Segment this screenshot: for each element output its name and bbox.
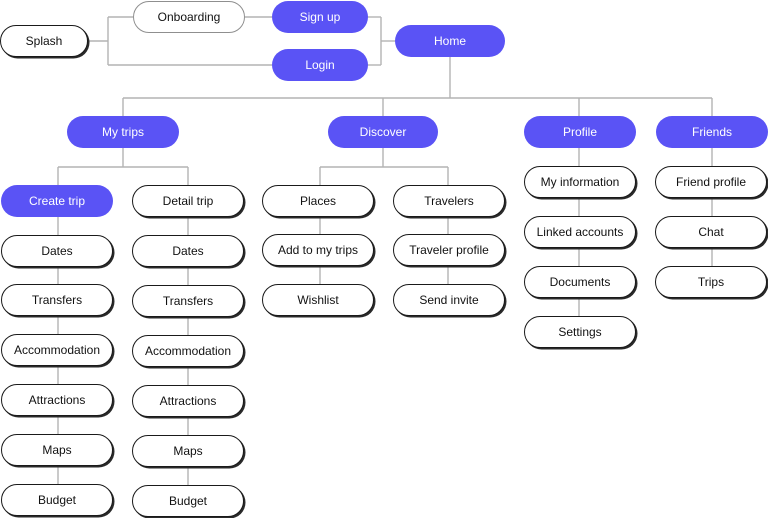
linked-accounts-node[interactable]: Linked accounts (524, 216, 636, 248)
detail-trip-accommodation-node[interactable]: Accommodation (132, 335, 244, 367)
travelers-node[interactable]: Travelers (393, 185, 505, 217)
places-node[interactable]: Places (262, 185, 374, 217)
trips-node[interactable]: Trips (655, 266, 767, 298)
detail-trip-transfers-node[interactable]: Transfers (132, 285, 244, 317)
splash-node[interactable]: Splash (0, 25, 88, 57)
create-trip-dates-node[interactable]: Dates (1, 235, 113, 267)
discover-node[interactable]: Discover (328, 116, 438, 148)
create-trip-budget-node[interactable]: Budget (1, 484, 113, 516)
sign-up-node[interactable]: Sign up (272, 1, 368, 33)
chat-node[interactable]: Chat (655, 216, 767, 248)
detail-trip-budget-node[interactable]: Budget (132, 485, 244, 517)
login-node[interactable]: Login (272, 49, 368, 81)
settings-node[interactable]: Settings (524, 316, 636, 348)
my-information-node[interactable]: My information (524, 166, 636, 198)
my-trips-node[interactable]: My trips (67, 116, 179, 148)
detail-trip-dates-node[interactable]: Dates (132, 235, 244, 267)
friend-profile-node[interactable]: Friend profile (655, 166, 767, 198)
wishlist-node[interactable]: Wishlist (262, 284, 374, 316)
add-to-my-trips-node[interactable]: Add to my trips (262, 234, 374, 266)
friends-node[interactable]: Friends (656, 116, 768, 148)
onboarding-node[interactable]: Onboarding (133, 1, 245, 33)
traveler-profile-node[interactable]: Traveler profile (393, 234, 505, 266)
create-trip-attractions-node[interactable]: Attractions (1, 384, 113, 416)
create-trip-accommodation-node[interactable]: Accommodation (1, 334, 113, 366)
home-node[interactable]: Home (395, 25, 505, 57)
create-trip-node[interactable]: Create trip (1, 185, 113, 217)
documents-node[interactable]: Documents (524, 266, 636, 298)
detail-trip-node[interactable]: Detail trip (132, 185, 244, 217)
create-trip-transfers-node[interactable]: Transfers (1, 284, 113, 316)
send-invite-node[interactable]: Send invite (393, 284, 505, 316)
detail-trip-maps-node[interactable]: Maps (132, 435, 244, 467)
create-trip-maps-node[interactable]: Maps (1, 434, 113, 466)
detail-trip-attractions-node[interactable]: Attractions (132, 385, 244, 417)
profile-node[interactable]: Profile (524, 116, 636, 148)
